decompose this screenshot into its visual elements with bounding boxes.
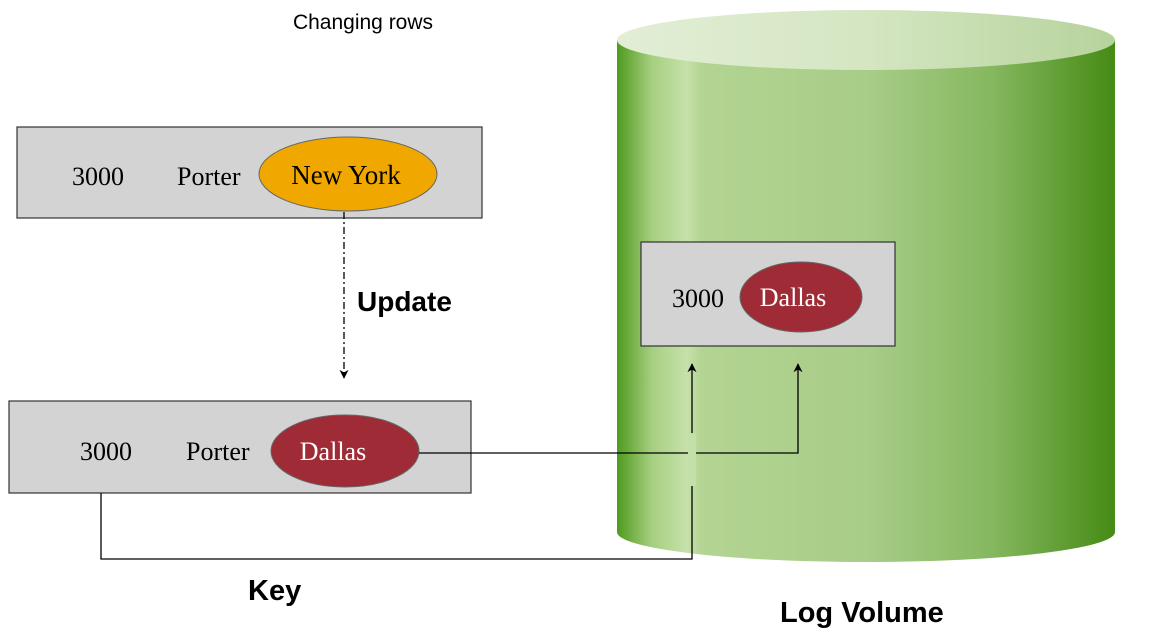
log-volume-label: Log Volume [780,597,944,629]
key-label: Key [248,575,301,607]
old-row-city: New York [291,160,401,190]
old-row-name: Porter [177,162,241,191]
new-row-box: 3000 Porter Dallas [8,400,472,494]
new-value-ellipse [270,414,420,488]
log-record-box: 3000 Dallas [640,241,896,347]
diagram-title: Changing rows [293,11,433,34]
value-connector-arrow [419,363,803,454]
old-row-box: 3000 Porter New York [16,126,483,219]
log-value-ellipse [739,261,863,333]
log-record-key: 3000 [672,284,724,313]
new-row-name: Porter [186,437,250,466]
log-record-city: Dallas [760,283,826,312]
old-row-key: 3000 [72,162,124,191]
old-value-ellipse [258,136,438,212]
new-row-city: Dallas [300,437,366,466]
key-connector-gap [688,433,696,486]
new-row-key: 3000 [80,437,132,466]
update-label: Update [357,286,452,317]
